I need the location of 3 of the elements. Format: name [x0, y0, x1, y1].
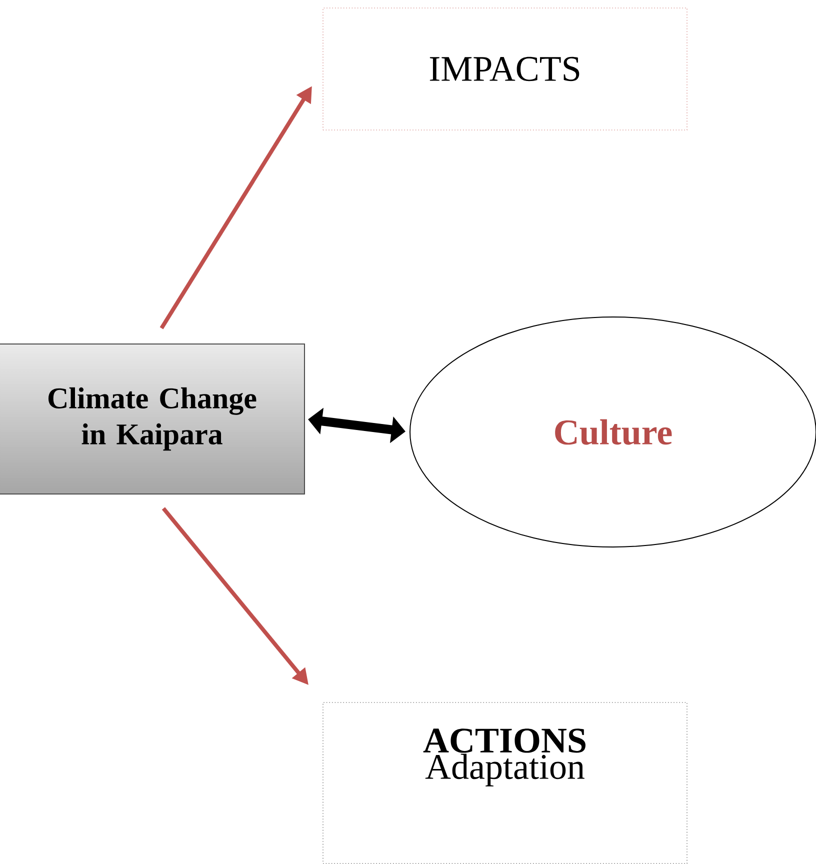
category-box: IMPACTS — [322, 8, 688, 130]
topic-box: Climate Change in Kaipara — [0, 344, 305, 494]
category-box: ACTIONS Adaptation — [322, 702, 688, 864]
